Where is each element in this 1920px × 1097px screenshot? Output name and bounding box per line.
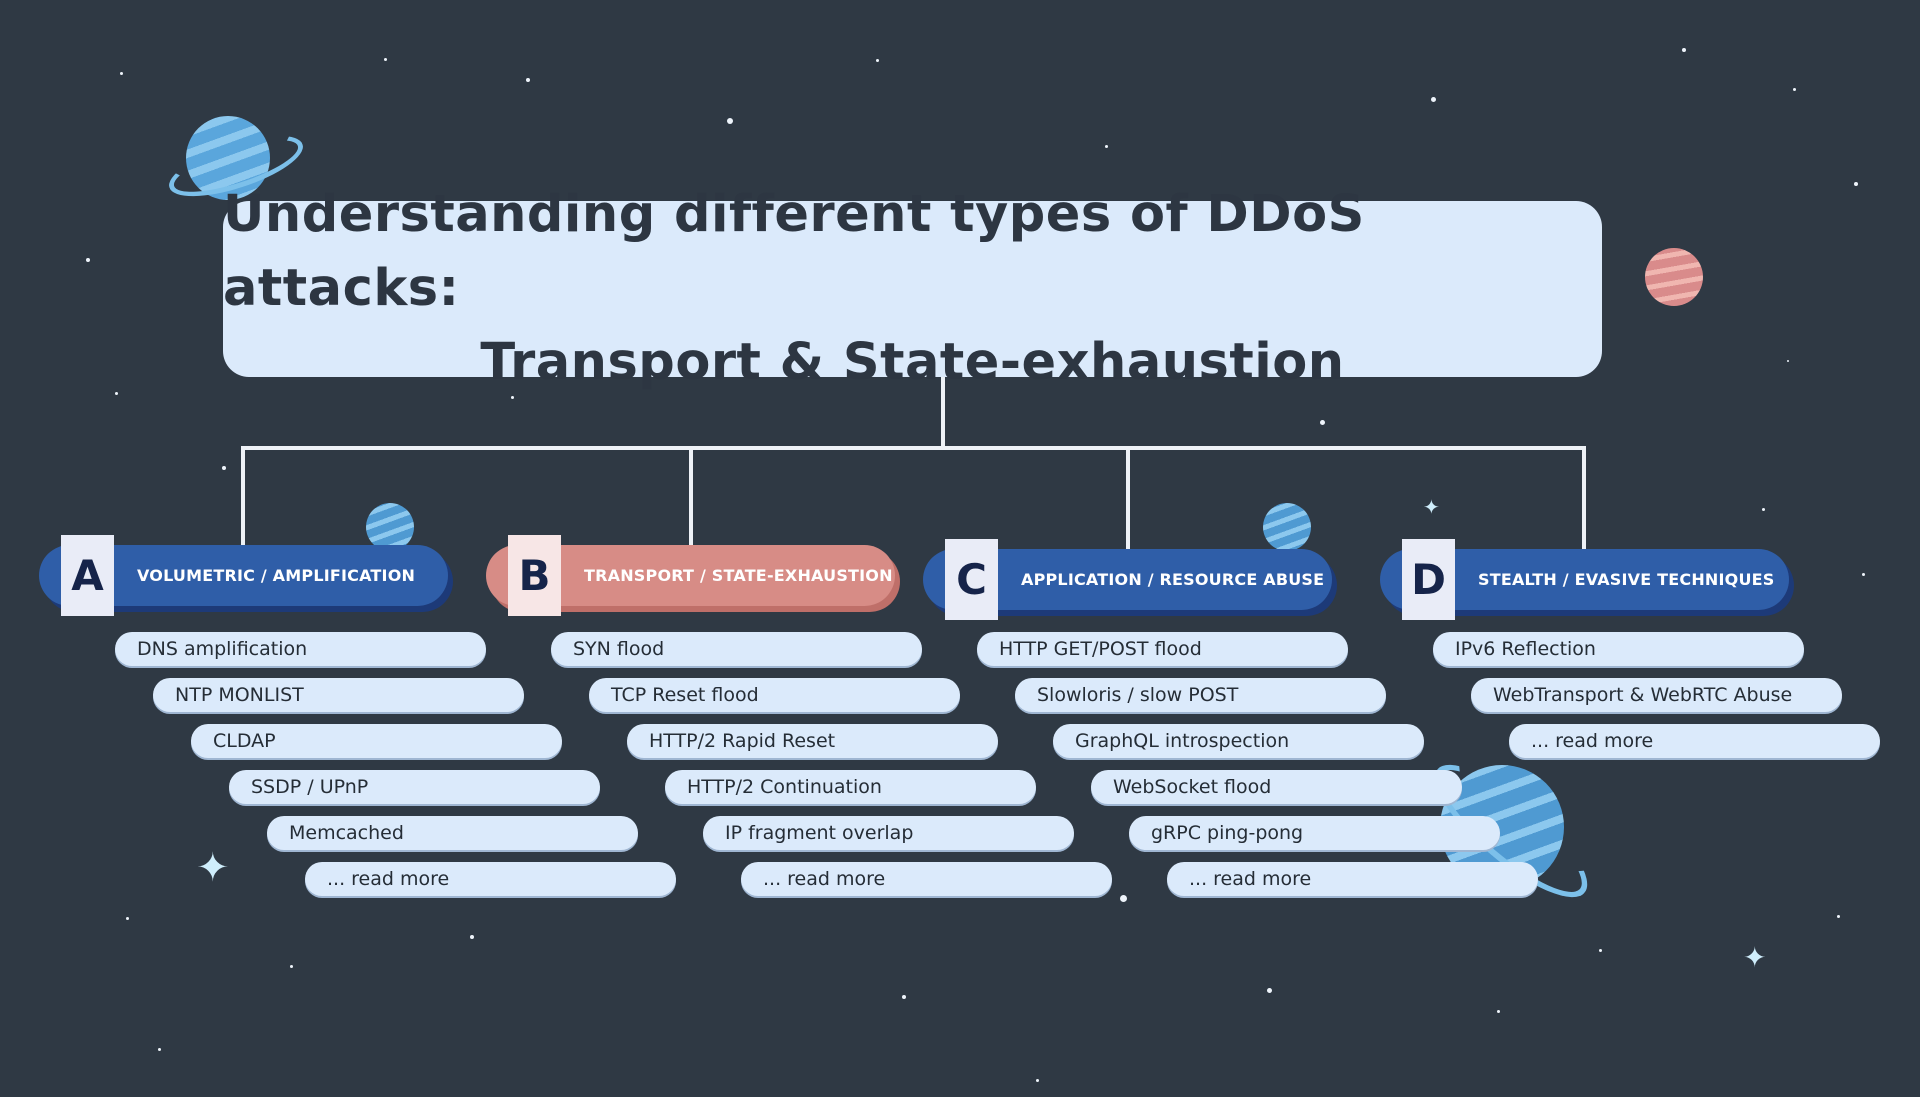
item-label: WebTransport & WebRTC Abuse	[1493, 684, 1793, 706]
attack-item: Memcached	[267, 816, 638, 850]
star	[727, 118, 733, 124]
connector-d	[1582, 446, 1586, 550]
item-label: ... read more	[327, 868, 450, 890]
item-label: Memcached	[289, 822, 404, 844]
item-label: ... read more	[1189, 868, 1312, 890]
attack-item: SSDP / UPnP	[229, 770, 600, 804]
item-label: WebSocket flood	[1113, 776, 1272, 798]
item-label: HTTP/2 Continuation	[687, 776, 882, 798]
star	[1036, 1079, 1039, 1082]
attack-item: TCP Reset flood	[589, 678, 960, 712]
category-letter: A	[61, 535, 114, 616]
connector-c	[1126, 446, 1130, 550]
attack-item: WebTransport & WebRTC Abuse	[1471, 678, 1842, 712]
item-label: ... read more	[763, 868, 886, 890]
item-label: ... read more	[1531, 730, 1654, 752]
item-label: HTTP/2 Rapid Reset	[649, 730, 836, 752]
star	[1862, 573, 1865, 576]
star	[222, 466, 226, 470]
star	[1793, 88, 1796, 91]
category-label: TRANSPORT / STATE-EXHAUSTION	[584, 566, 893, 585]
sparkle-icon: ✦	[1423, 495, 1440, 519]
connector-b	[689, 446, 693, 546]
item-label: TCP Reset flood	[611, 684, 759, 706]
planet-icon	[186, 116, 270, 200]
star	[115, 392, 118, 395]
item-label: IPv6 Reflection	[1455, 638, 1596, 660]
sparkle-icon: ✦	[1743, 941, 1767, 974]
star	[290, 965, 293, 968]
connector-bar	[241, 446, 1586, 450]
star	[902, 995, 906, 999]
attack-item: IP fragment overlap	[703, 816, 1074, 850]
star	[511, 396, 514, 399]
attack-item: HTTP/2 Continuation	[665, 770, 1036, 804]
category-label: APPLICATION / RESOURCE ABUSE	[1021, 570, 1325, 589]
attack-item: gRPC ping-pong	[1129, 816, 1500, 850]
category-header-d: STEALTH / EVASIVE TECHNIQUES D	[1380, 539, 1800, 620]
star	[1787, 360, 1789, 362]
item-label: GraphQL introspection	[1075, 730, 1290, 752]
star	[86, 258, 90, 262]
attack-item: DNS amplification	[115, 632, 486, 666]
title-box: Understanding different types of DDoS at…	[223, 185, 1602, 392]
category-letter: C	[945, 539, 998, 620]
star	[158, 1048, 161, 1051]
star	[876, 59, 879, 62]
category-header-c: APPLICATION / RESOURCE ABUSE C	[923, 539, 1343, 620]
read-more-link[interactable]: ... read more	[741, 862, 1112, 896]
read-more-link[interactable]: ... read more	[305, 862, 676, 896]
item-label: IP fragment overlap	[725, 822, 914, 844]
attack-item: IPv6 Reflection	[1433, 632, 1804, 666]
star	[1431, 97, 1436, 102]
category-letter: B	[508, 535, 561, 616]
title-line-2: Transport & State-exhaustion	[480, 333, 1345, 392]
category-letter: D	[1402, 539, 1455, 620]
star	[1682, 48, 1686, 52]
category-label: VOLUMETRIC / AMPLIFICATION	[137, 566, 416, 585]
attack-item: CLDAP	[191, 724, 562, 758]
item-label: HTTP GET/POST flood	[999, 638, 1202, 660]
star	[1120, 895, 1127, 902]
attack-item: HTTP GET/POST flood	[977, 632, 1348, 666]
attack-item: Slowloris / slow POST	[1015, 678, 1386, 712]
attack-item: GraphQL introspection	[1053, 724, 1424, 758]
star	[1599, 949, 1602, 952]
star	[1497, 1010, 1500, 1013]
small-planet-icon	[1263, 503, 1311, 551]
star	[384, 58, 387, 61]
attack-item: NTP MONLIST	[153, 678, 524, 712]
item-label: gRPC ping-pong	[1151, 822, 1304, 844]
small-planet-icon	[366, 503, 414, 551]
item-label: CLDAP	[213, 730, 276, 752]
connector-trunk	[941, 377, 945, 449]
star	[1854, 182, 1858, 186]
category-header-a: VOLUMETRIC / AMPLIFICATION A	[39, 535, 459, 616]
item-label: NTP MONLIST	[175, 684, 304, 706]
category-label: STEALTH / EVASIVE TECHNIQUES	[1478, 570, 1775, 589]
attack-item: SYN flood	[551, 632, 922, 666]
attack-item: HTTP/2 Rapid Reset	[627, 724, 998, 758]
category-header-b: TRANSPORT / STATE-EXHAUSTION B	[486, 535, 906, 616]
attack-item: WebSocket flood	[1091, 770, 1462, 804]
item-label: SSDP / UPnP	[251, 776, 369, 798]
star	[1320, 420, 1325, 425]
pink-planet-icon	[1645, 248, 1703, 306]
star	[526, 78, 530, 82]
star	[470, 935, 474, 939]
star	[1105, 145, 1108, 148]
star	[120, 72, 123, 75]
star	[1267, 988, 1272, 993]
read-more-link[interactable]: ... read more	[1509, 724, 1880, 758]
item-label: DNS amplification	[137, 638, 308, 660]
item-label: Slowloris / slow POST	[1037, 684, 1239, 706]
sparkle-icon: ✦	[196, 845, 230, 891]
item-label: SYN flood	[573, 638, 665, 660]
star	[1762, 508, 1765, 511]
star	[1837, 915, 1840, 918]
star	[126, 917, 129, 920]
connector-a	[241, 446, 245, 546]
title-line-1: Understanding different types of DDoS at…	[223, 185, 1365, 318]
read-more-link[interactable]: ... read more	[1167, 862, 1538, 896]
